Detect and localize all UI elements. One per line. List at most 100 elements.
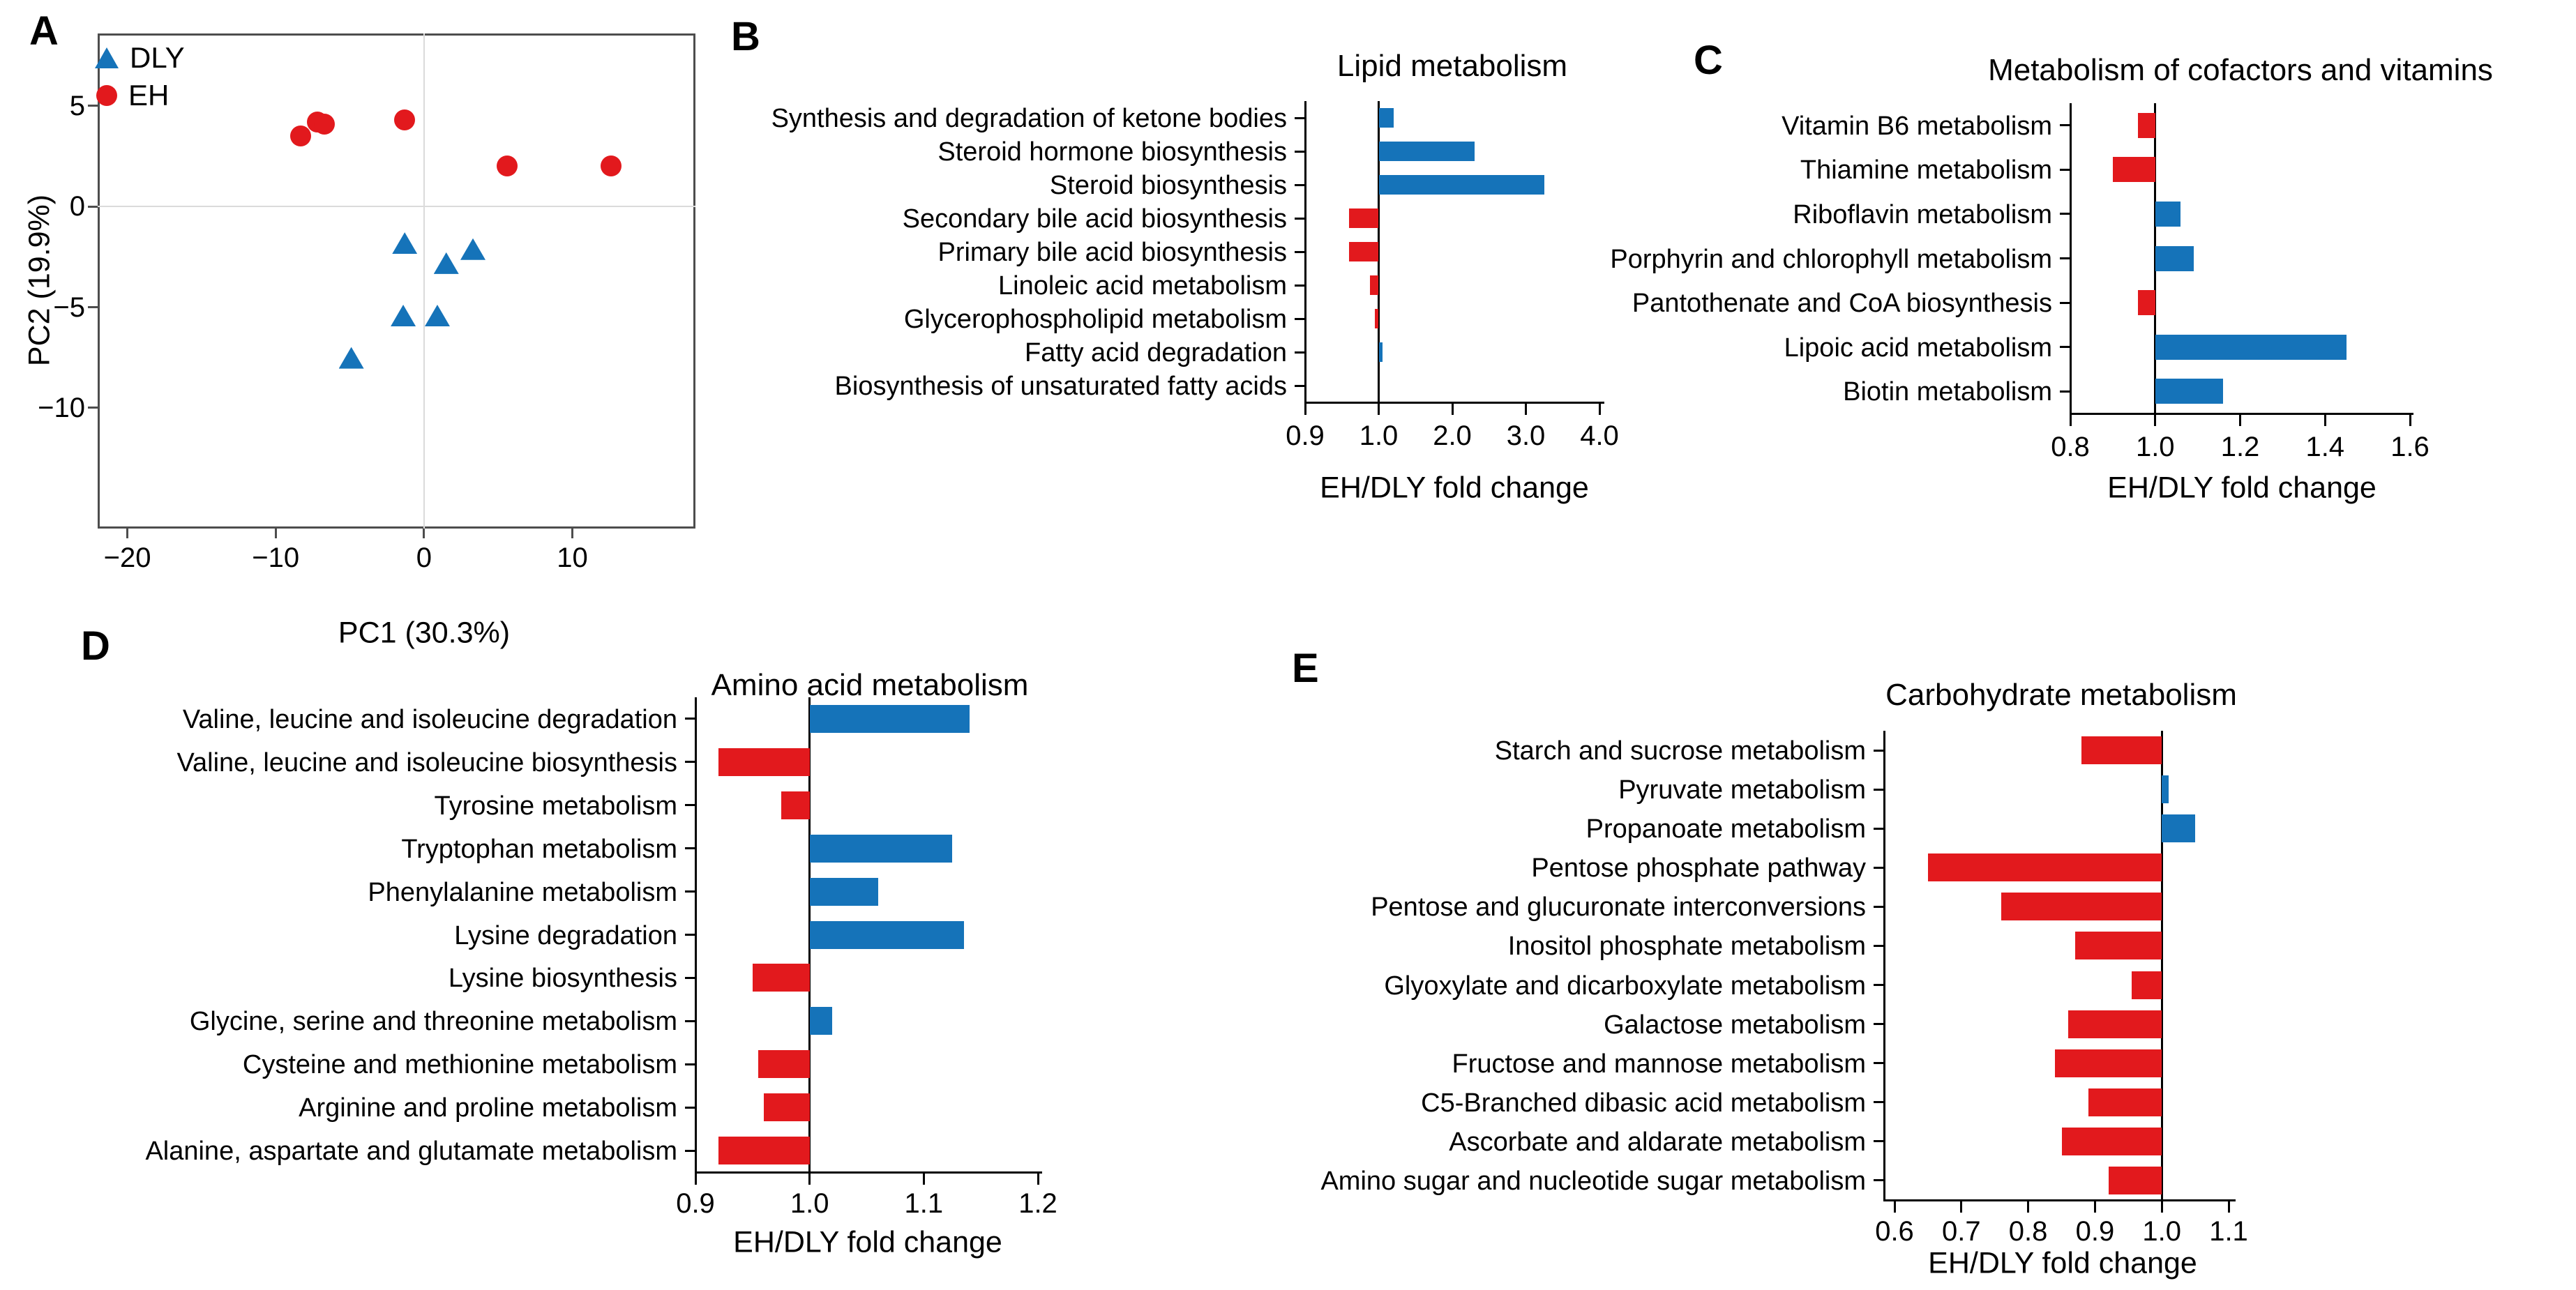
x-tick-label: 10 (557, 542, 588, 573)
amino-chart-title: Amino acid metabolism (711, 668, 1029, 702)
category-label: Phenylalanine metabolism (368, 877, 677, 907)
fold-change-bar (2088, 1088, 2162, 1116)
fold-change-bar (2138, 112, 2155, 138)
fold-change-bar (2162, 775, 2169, 804)
x-tick-label: 1.0 (2142, 1216, 2181, 1247)
x-tick (808, 1172, 811, 1185)
fold-change-bar (1369, 275, 1379, 295)
category-label: Vitamin B6 metabolism (1782, 111, 2052, 141)
x-tick-label: 1.1 (904, 1188, 944, 1219)
category-label: Pantothenate and CoA biosynthesis (1632, 289, 2052, 319)
category-tick (1295, 183, 1305, 186)
baseline-1-line (2160, 731, 2163, 1201)
category-axis-line (1304, 101, 1306, 402)
x-tick-label: 0.9 (1286, 420, 1325, 451)
category-label: Steroid biosynthesis (1049, 171, 1287, 200)
fold-change-bar (809, 704, 970, 733)
eh-circle-icon (96, 85, 117, 106)
category-label: Glyoxylate and dicarboxylate metabolism (1384, 971, 1866, 1001)
category-label: Biosynthesis of unsaturated fatty acids (834, 372, 1287, 401)
category-tick (685, 890, 695, 893)
data-point-eh (496, 155, 518, 177)
x-tick (2027, 1200, 2030, 1213)
legend-eh-label: EH (128, 79, 170, 112)
fold-change-bar (2155, 379, 2224, 404)
category-tick (685, 1149, 695, 1152)
category-tick (685, 847, 695, 850)
category-label: Fatty acid degradation (1024, 338, 1287, 367)
fold-change-bar (781, 791, 810, 819)
x-tick-label: 1.4 (2305, 432, 2345, 462)
category-tick (685, 1019, 695, 1022)
fold-change-bar (809, 834, 953, 863)
category-label: Cysteine and methionine metabolism (242, 1050, 677, 1080)
category-tick (685, 761, 695, 764)
category-label: Galactose metabolism (1604, 1010, 1866, 1040)
x-tick (2154, 413, 2157, 426)
category-label: Lysine biosynthesis (448, 964, 677, 994)
fold-change-bar (2081, 736, 2162, 765)
panel-a-letter: A (29, 8, 59, 54)
category-tick (2060, 213, 2070, 215)
cofactors-chart-title: Metabolism of cofactors and vitamins (1988, 53, 2493, 87)
x-tick (694, 1172, 697, 1185)
amino-x-axis-label: EH/DLY fold change (733, 1225, 1002, 1259)
y-tick (88, 105, 98, 107)
zero-x-gridline (423, 33, 425, 529)
fold-change-bar (1378, 175, 1544, 195)
fold-change-bar (1349, 242, 1379, 261)
category-tick (1874, 1062, 1884, 1065)
category-tick (685, 934, 695, 936)
category-tick (1874, 1179, 1884, 1182)
fold-change-bar (2132, 971, 2162, 999)
x-tick (1525, 402, 1527, 415)
x-tick (1304, 402, 1306, 415)
cofactors-x-axis-label: EH/DLY fold change (2107, 471, 2377, 505)
x-tick (571, 529, 573, 538)
x-tick-label: 1.6 (2390, 432, 2430, 462)
category-tick (2060, 168, 2070, 171)
fold-change-bar (1927, 853, 2162, 882)
category-tick (1295, 217, 1305, 220)
category-label: Lipoic acid metabolism (1784, 333, 2052, 363)
x-tick (1598, 402, 1601, 415)
fold-change-bar (2068, 1010, 2162, 1038)
panel-b-letter: B (731, 14, 760, 59)
y-tick-label: −10 (38, 392, 85, 423)
legend-dly-label: DLY (130, 41, 185, 74)
category-tick (2060, 346, 2070, 349)
x-tick (1893, 1200, 1896, 1213)
fold-change-bar (2108, 1166, 2162, 1194)
category-label: Fructose and mannose metabolism (1452, 1049, 1866, 1079)
category-axis-line (694, 697, 697, 1172)
y-tick (88, 205, 98, 208)
fold-change-bar (2155, 201, 2181, 227)
category-label: Linoleic acid metabolism (998, 271, 1287, 301)
legend-item-eh: EH (96, 81, 169, 110)
fold-change-bar (2054, 1049, 2162, 1077)
category-tick (1874, 944, 1884, 947)
fold-change-bar (809, 877, 878, 906)
x-tick-label: −10 (252, 542, 300, 573)
x-tick (2409, 413, 2411, 426)
x-tick (2093, 1200, 2096, 1213)
category-tick (1295, 150, 1305, 153)
category-label: Glycerophospholipid metabolism (903, 305, 1287, 334)
category-label: Ascorbate and aldarate metabolism (1449, 1127, 1866, 1157)
carbohydrate-chart-title: Carbohydrate metabolism (1885, 678, 2237, 712)
category-label: Riboflavin metabolism (1793, 199, 2052, 229)
x-tick (2069, 413, 2072, 426)
category-label: Primary bile acid biosynthesis (937, 238, 1287, 267)
category-label: Pyruvate metabolism (1618, 775, 1866, 805)
category-tick (1295, 284, 1305, 287)
category-tick (1874, 1140, 1884, 1143)
category-tick (685, 1063, 695, 1065)
category-label: Thiamine metabolism (1800, 155, 2052, 185)
x-tick-label: 0 (416, 542, 432, 573)
category-label: Propanoate metabolism (1585, 814, 1866, 844)
x-tick-label: 1.1 (2209, 1216, 2248, 1247)
category-tick (1874, 1023, 1884, 1026)
category-label: Secondary bile acid biosynthesis (902, 204, 1287, 234)
x-tick-label: 4.0 (1580, 420, 1619, 451)
